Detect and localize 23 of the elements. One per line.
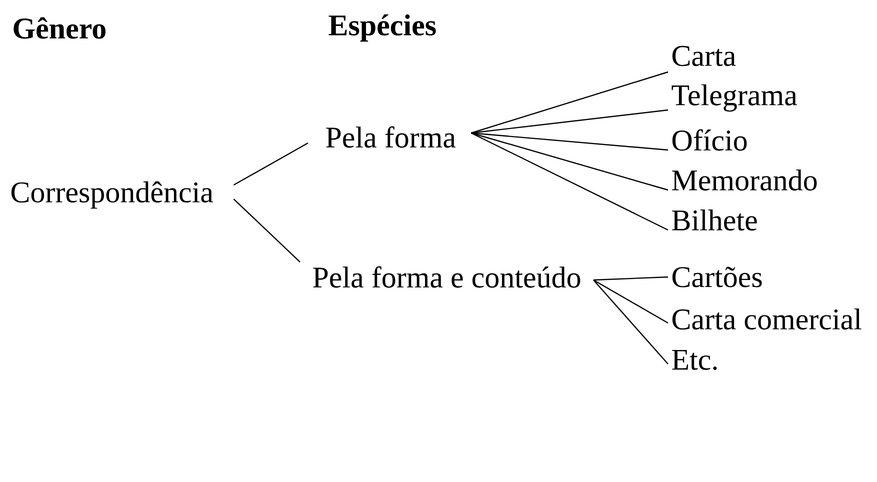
node-text: Ofício — [672, 129, 747, 151]
connector-line — [471, 132, 668, 191]
connector-line — [593, 276, 668, 281]
connector-line — [471, 109, 668, 134]
node-text: Pela forma e conteúdo — [313, 266, 580, 288]
node-text: Memorando — [672, 169, 817, 191]
connector-line — [470, 132, 668, 231]
connector-line — [471, 71, 668, 134]
node-text: Bilhete — [672, 209, 757, 231]
node-text: Telegrama — [672, 84, 797, 112]
connector-line — [233, 198, 300, 262]
connector-line — [593, 279, 668, 324]
node-text: Carta comercial — [672, 308, 862, 330]
connector-line — [471, 132, 668, 151]
node-text: Pela forma — [326, 126, 456, 148]
column-heading: Gênero — [14, 17, 106, 39]
column-heading: Espécies — [328, 14, 436, 42]
connector-line — [233, 142, 308, 186]
connector-line — [593, 280, 668, 364]
node-text: Cartões — [672, 266, 762, 288]
node-text: Etc. — [672, 350, 717, 370]
node-text: Carta — [672, 46, 736, 66]
node-text: Correspondência — [11, 181, 214, 209]
